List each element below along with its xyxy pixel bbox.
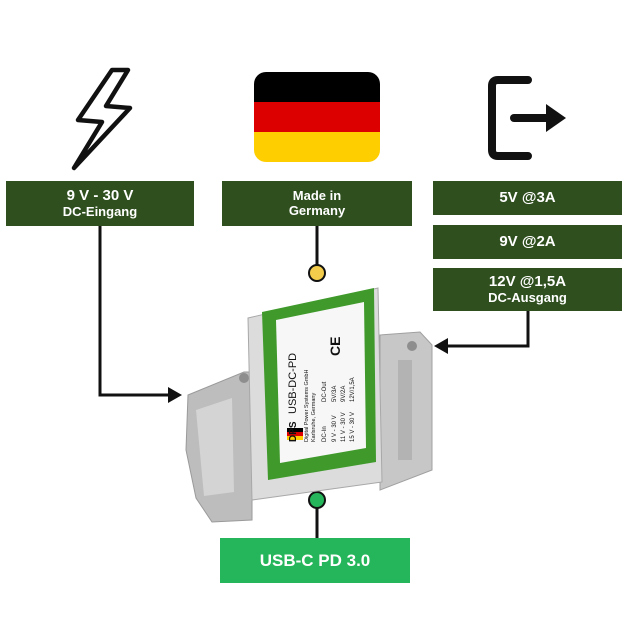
device-row-out: 12V/1,5A	[350, 377, 356, 402]
device-row-in: 9 V - 30 V	[332, 415, 338, 442]
origin-line2: Germany	[288, 202, 346, 218]
made-in-germany-label: Made in Germany	[222, 181, 412, 226]
output-12v-label: 12V @1,5A DC-Ausgang	[433, 268, 622, 311]
output-9v-value: 9V @2A	[499, 233, 556, 251]
lightning-bolt-icon	[71, 67, 133, 171]
ce-mark: CE	[327, 337, 343, 356]
input-connector-arrow	[98, 226, 182, 403]
din-rail-device	[185, 287, 433, 523]
input-caption: DC-Eingang	[62, 203, 138, 219]
german-flag-icon	[254, 72, 380, 162]
output-9v-label: 9V @2A	[433, 225, 622, 259]
usb-dot	[308, 491, 326, 509]
usb-c-pd-badge: USB-C PD 3.0	[220, 538, 410, 583]
device-company: Digital Power Systems GmbH	[304, 370, 310, 442]
device-header-in: DC-In	[322, 426, 328, 442]
output-exit-icon	[488, 76, 566, 160]
device-model: USB-DC-PD	[287, 353, 299, 414]
origin-connector	[308, 226, 326, 282]
device-row-out: 5V/3A	[332, 386, 338, 402]
output-5v-value: 5V @3A	[499, 189, 556, 207]
origin-dot	[308, 264, 326, 282]
origin-line1: Made in	[292, 187, 342, 203]
device-row-out: 9V/2A	[341, 386, 347, 402]
input-voltage-label: 9 V - 30 V DC-Eingang	[6, 181, 194, 226]
input-voltage-range: 9 V - 30 V	[66, 187, 134, 205]
output-5v-label: 5V @3A	[433, 181, 622, 215]
device-brand: DPS	[288, 421, 299, 442]
device-location: Karlsruhe, Germany	[311, 393, 317, 442]
device-label-text: DPS USB-DC-PD Digital Power Systems GmbH…	[287, 337, 356, 442]
device-row-in: 11 V - 30 V	[341, 412, 347, 442]
output-caption: DC-Ausgang	[488, 289, 567, 305]
usb-connector	[308, 491, 326, 538]
device-row-in: 15 V - 30 V	[350, 412, 356, 442]
device-header-out: DC-Out	[322, 381, 328, 402]
output-12v-value: 12V @1,5A	[488, 273, 567, 291]
output-connector-arrow	[434, 311, 530, 354]
